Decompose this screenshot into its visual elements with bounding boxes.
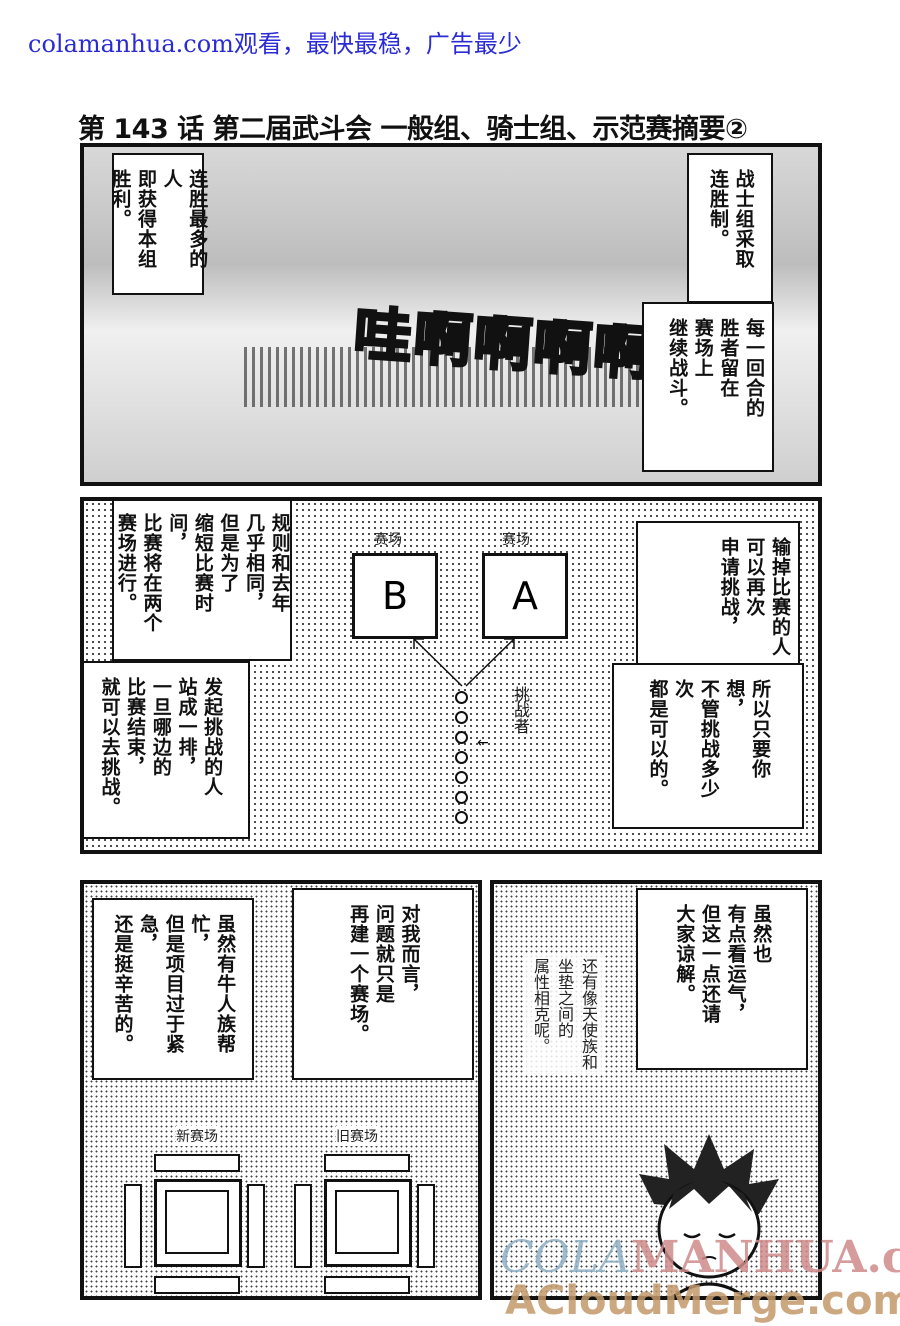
old-arena-label: 旧赛场 (336, 1126, 378, 1146)
acloudmerge-watermark: ACloudMerge.com (505, 1278, 900, 1324)
watermark-rest: MANHUA.com (630, 1232, 900, 1283)
handwritten-aside: 还有像天使族和 坐垫之间的 属性相克呢。 (524, 954, 604, 1074)
caption-text: 战士组采取 连胜制。 (707, 169, 755, 269)
caption-box: 每一回合的 胜者留在 赛场上 继续战斗。 (642, 302, 774, 472)
challenger-marker (455, 771, 468, 784)
new-arena-label: 新赛场 (176, 1126, 218, 1146)
caption-text: 规则和去年 几乎相同， 但是为了 缩短比赛时间， 比赛将在两个 赛场进行。 (114, 513, 291, 633)
challenger-marker (455, 791, 468, 804)
caption-box: 对我而言， 问题就只是 再建一个赛场。 (292, 888, 474, 1080)
challenger-marker (455, 751, 468, 764)
caption-text: 虽然有牛人族帮忙， 但是项目过于紧急， 还是挺辛苦的。 (111, 914, 237, 1054)
caption-text: 所以只要你想， 不管挑战多少次 都是可以的。 (646, 679, 772, 799)
caption-box: 输掉比赛的人 可以再次 申请挑战， (636, 521, 800, 673)
caption-text: 虽然也 有点看运气， 但这一点还请 大家谅解。 (673, 904, 773, 1024)
caption-text: 发起挑战的人 站成一排， 一旦哪边的 比赛结束， 就可以去挑战。 (98, 677, 224, 817)
caption-box: 战士组采取 连胜制。 (687, 153, 773, 303)
caption-box: 所以只要你想， 不管挑战多少次 都是可以的。 (612, 663, 804, 829)
arena-b: B (352, 553, 438, 639)
challenger-marker (455, 811, 468, 824)
caption-text: 连胜最多的人 即获得本组 胜利。 (109, 169, 209, 269)
caption-box: 虽然也 有点看运气， 但这一点还请 大家谅解。 (636, 888, 808, 1070)
crowd-illustration (244, 347, 664, 407)
colamanhua-watermark: COLAMANHUA.com (500, 1232, 900, 1283)
caption-box: 虽然有牛人族帮忙， 但是项目过于紧急， 还是挺辛苦的。 (92, 898, 254, 1080)
panel-rules-diagram: 规则和去年 几乎相同， 但是为了 缩短比赛时间， 比赛将在两个 赛场进行。 发起… (80, 497, 822, 854)
arrow-left-icon: ← (477, 735, 489, 751)
challenger-marker (455, 691, 468, 704)
caption-box: 规则和去年 几乎相同， 但是为了 缩短比赛时间， 比赛将在两个 赛场进行。 (112, 501, 292, 661)
panel-character: 虽然也 有点看运气， 但这一点还请 大家谅解。 还有像天使族和 坐垫之间的 属性… (490, 880, 822, 1300)
arrow-icons (413, 638, 515, 687)
arena-b-label: 赛场 (374, 532, 402, 548)
caption-text: 输掉比赛的人 可以再次 申请挑战， (717, 537, 791, 657)
challenger-marker (455, 731, 468, 744)
arena-a: A (482, 553, 568, 639)
panel-arena-overview: 哇啊啊啊啊 连胜最多的人 即获得本组 胜利。 战士组采取 连胜制。 每一回合的 … (80, 143, 822, 486)
site-ad-text[interactable]: colamanhua.com观看，最快最稳，广告最少 (28, 30, 522, 58)
caption-text: 对我而言， 问题就只是 再建一个赛场。 (347, 904, 421, 1044)
challenger-label: 挑战者 (511, 686, 530, 734)
caption-text: 每一回合的 胜者留在 赛场上 继续战斗。 (666, 318, 765, 418)
challenger-marker (455, 711, 468, 724)
caption-box: 发起挑战的人 站成一排， 一旦哪边的 比赛结束， 就可以去挑战。 (84, 661, 250, 839)
character-illustration (639, 1134, 779, 1296)
arena-a-label: 赛场 (502, 532, 530, 548)
watermark-prefix: COLA (500, 1232, 631, 1283)
caption-box: 连胜最多的人 即获得本组 胜利。 (109, 153, 208, 295)
chapter-title: 第 143 话 第二届武斗会 一般组、骑士组、示范赛摘要② (78, 114, 748, 145)
panel-new-arena: 虽然有牛人族帮忙， 但是项目过于紧急， 还是挺辛苦的。 对我而言， 问题就只是 … (80, 880, 482, 1300)
